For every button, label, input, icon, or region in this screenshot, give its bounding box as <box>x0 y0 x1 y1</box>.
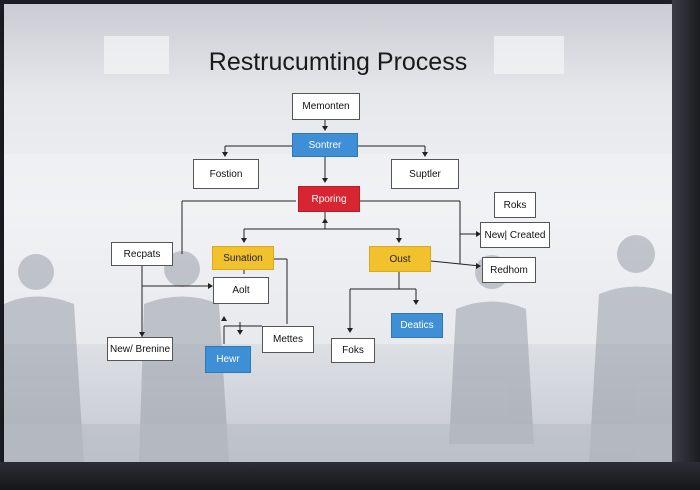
screen-frame-bottom <box>0 462 700 490</box>
node-recpats: Recpats <box>111 242 173 266</box>
window-band <box>4 154 672 344</box>
node-sunation: Sunation <box>212 246 274 270</box>
node-foks: Foks <box>331 338 375 363</box>
node-hewr: Hewr <box>205 346 251 373</box>
people-silhouettes <box>4 235 672 462</box>
arrowheads <box>139 126 481 337</box>
background-scene <box>4 36 672 462</box>
node-new-created: New| Created <box>480 222 550 248</box>
screen-frame-edge <box>672 0 700 490</box>
node-rporing: Rporing <box>298 186 360 212</box>
table-surface <box>4 424 672 462</box>
node-sontrer: Sontrer <box>292 133 358 157</box>
node-aolt: Aolt <box>213 277 269 304</box>
connector-lines <box>141 120 481 344</box>
node-suptler: Suptler <box>391 159 459 189</box>
node-oust: Oust <box>369 246 431 272</box>
diagram-title: Restrucumting Process <box>208 48 468 76</box>
node-mettes: Mettes <box>262 326 314 353</box>
slide-panel: Restrucumting Process Memonten Sontrer F… <box>4 4 672 462</box>
ceiling-light <box>104 36 169 74</box>
node-fostion: Fostion <box>193 159 259 189</box>
node-new-brenine: New/ Brenine <box>107 337 173 361</box>
node-deatics: Deatics <box>391 313 443 338</box>
node-memonten: Memonten <box>292 93 360 120</box>
ceiling-light <box>494 36 564 74</box>
node-redhom: Redhom <box>482 257 536 283</box>
node-roks: Roks <box>494 192 536 218</box>
